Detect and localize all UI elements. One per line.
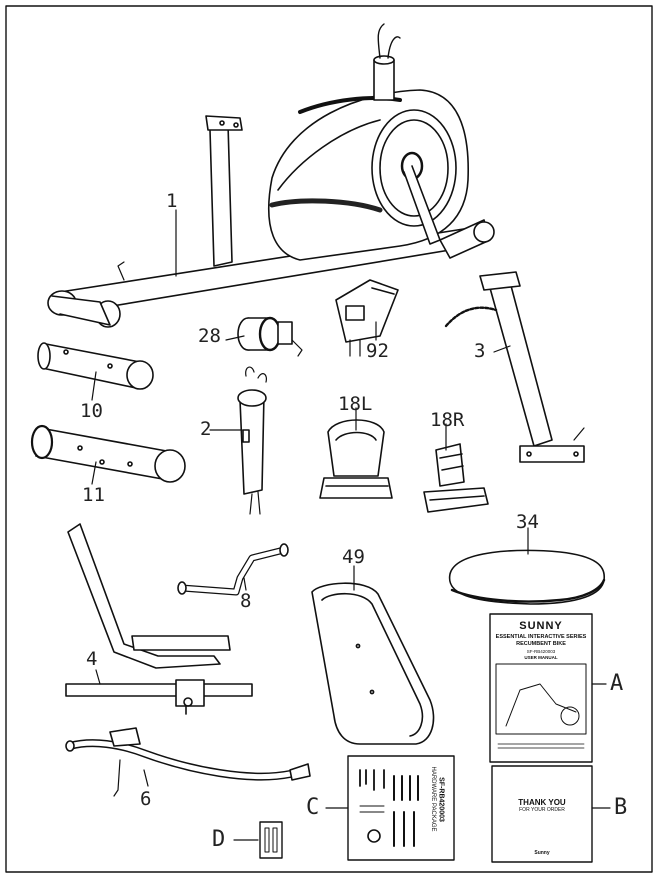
label-part-d: D xyxy=(212,827,226,852)
rear-stabilizer-tube xyxy=(37,342,154,390)
seat-frame xyxy=(65,523,253,715)
crank-handle xyxy=(177,543,289,596)
tension-knob xyxy=(237,316,303,357)
label-part-11: 11 xyxy=(82,484,105,506)
label-part-b: B xyxy=(614,795,628,820)
handlebar-post xyxy=(444,271,585,463)
label-part-6: 6 xyxy=(140,788,152,810)
user-manual xyxy=(489,613,593,763)
label-part-18l: 18L xyxy=(338,393,373,415)
main-frame-part xyxy=(47,23,495,328)
label-part-c: C xyxy=(306,795,320,820)
thank-you-subline: FOR YOUR ORDER xyxy=(519,807,565,813)
label-part-4: 4 xyxy=(86,648,98,670)
pedal-left xyxy=(319,419,393,499)
front-stabilizer-tube xyxy=(30,424,186,483)
label-part-18r: 18R xyxy=(430,409,465,431)
thank-you-brand: Sunny xyxy=(534,850,550,856)
label-part-3: 3 xyxy=(474,340,486,362)
label-part-a: A xyxy=(610,671,624,696)
manual-series: ESSENTIAL INTERACTIVE SERIES xyxy=(495,634,587,640)
manual-doc-title: USER MANUAL xyxy=(524,655,558,660)
label-part-92: 92 xyxy=(366,340,389,362)
label-part-34: 34 xyxy=(516,511,539,533)
backrest xyxy=(311,582,435,745)
manual-product: RECUMBENT BIKE xyxy=(516,641,566,647)
label-part-1: 1 xyxy=(166,190,178,212)
hardware-label: HARDWARE PACKAGE xyxy=(430,766,436,832)
leader-lines xyxy=(91,209,611,841)
manual-model: SF-RB420003 xyxy=(526,649,556,654)
label-part-2: 2 xyxy=(200,418,212,440)
console xyxy=(335,279,399,357)
label-part-49: 49 xyxy=(342,546,365,568)
console-mast xyxy=(237,366,267,515)
page-border xyxy=(5,5,653,873)
pedal-right xyxy=(423,443,489,513)
label-part-8: 8 xyxy=(240,590,252,612)
label-part-28: 28 xyxy=(198,325,221,347)
hardware-package xyxy=(347,755,455,861)
manual-brand: SUNNY xyxy=(519,620,563,632)
hardware-model: SF-RB420003 xyxy=(437,777,445,822)
thank-you-card xyxy=(491,765,593,863)
thank-you-headline: THANK YOU xyxy=(518,798,566,807)
seat-handlebar xyxy=(65,727,311,797)
label-part-10: 10 xyxy=(80,400,103,422)
seat-cushion xyxy=(448,549,606,605)
small-tool xyxy=(259,821,283,859)
